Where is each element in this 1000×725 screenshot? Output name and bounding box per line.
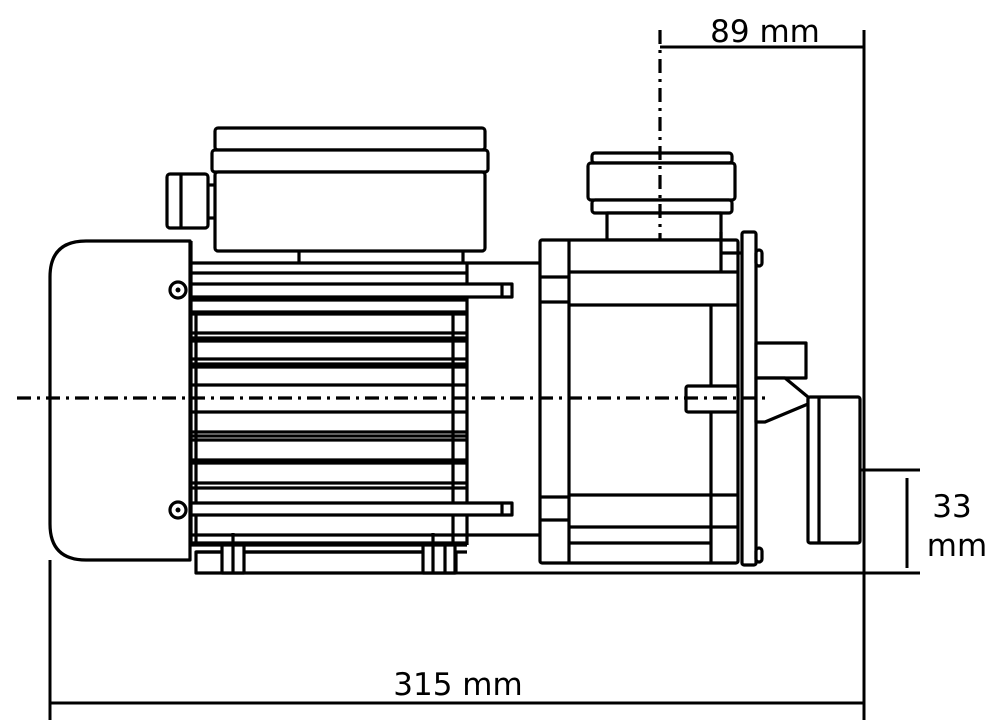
terminal-box: [165, 126, 490, 263]
screw-icon: [168, 280, 188, 520]
dimension-89mm: 89 mm: [660, 14, 866, 720]
dimension-label-315: 315 mm: [393, 667, 522, 703]
pump-head: [538, 151, 862, 567]
dimension-unit-33: mm: [927, 528, 987, 564]
dimension-label-89: 89 mm: [710, 14, 820, 50]
dimension-33mm: 33 mm: [456, 468, 987, 575]
motor-body: [189, 241, 540, 545]
fan-cover: [48, 239, 192, 562]
dimension-315mm: 315 mm: [48, 560, 864, 720]
motor-base: [191, 533, 467, 575]
dimension-label-33: 33: [932, 489, 971, 525]
